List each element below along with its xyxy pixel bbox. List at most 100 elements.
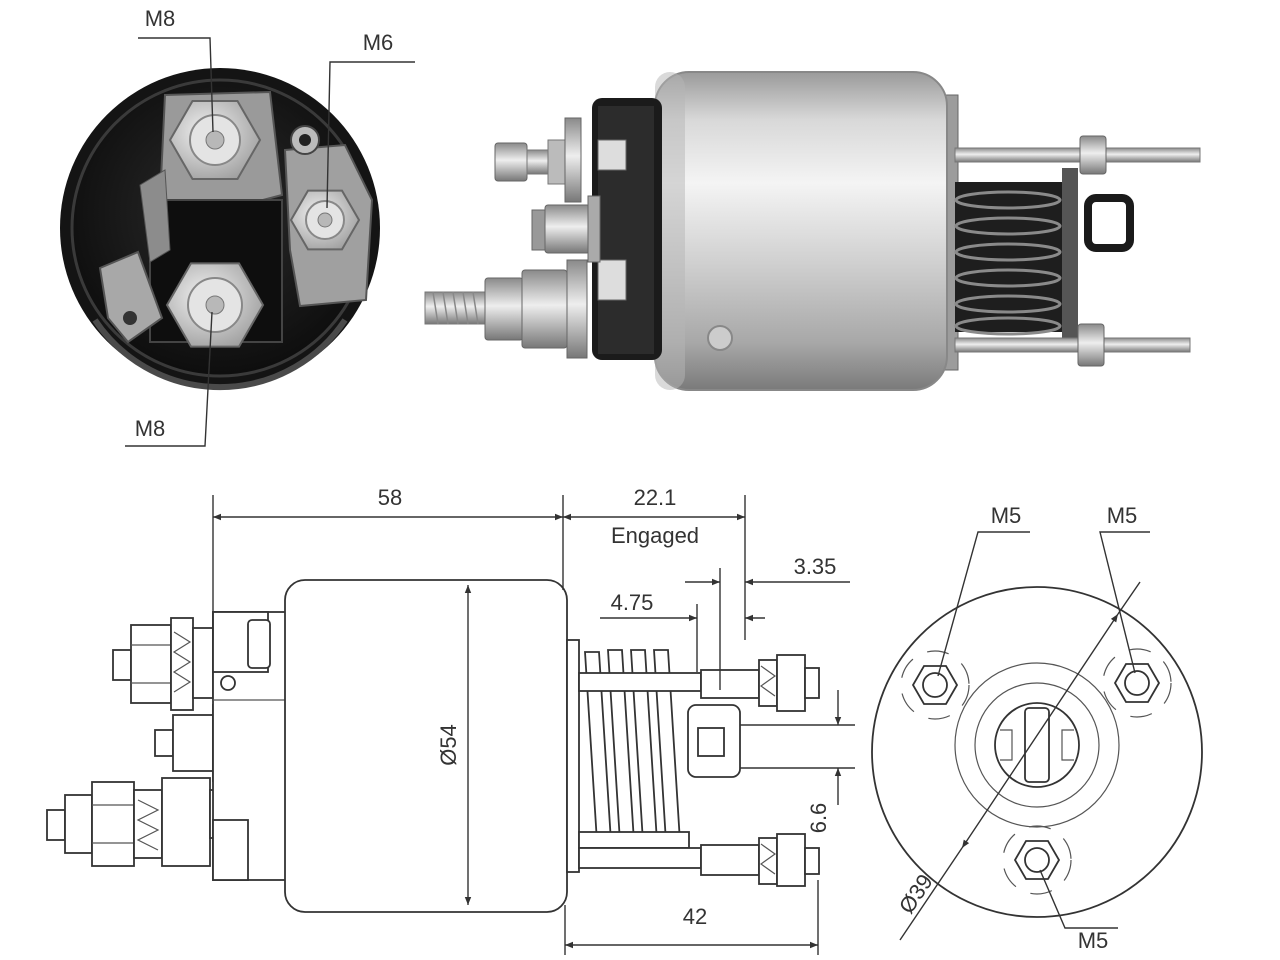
cap-lower-block: [212, 819, 249, 881]
nut-facets: [92, 804, 134, 844]
mount-rod-top: [954, 147, 1201, 163]
bolt-washer: [564, 117, 582, 203]
label-terminal-top: M8: [145, 6, 176, 31]
bolt-nut: [544, 204, 591, 254]
rod-thread: [700, 669, 760, 699]
cap-clip: [247, 619, 271, 669]
cap-clip-bottom: [597, 259, 627, 301]
stud-left-m5: [900, 650, 970, 720]
plunger-slot: [1024, 707, 1050, 783]
leader-stud-bottom: [1039, 869, 1118, 929]
stud-tip: [112, 649, 132, 681]
left-strip: [139, 169, 171, 263]
spring-coil: [954, 190, 1062, 210]
return-spring: [954, 190, 1062, 336]
spring-coil: [954, 216, 1062, 236]
solenoid-housing: [654, 71, 948, 391]
dim-6-6: 6.6: [806, 803, 831, 834]
drawing-body: [284, 579, 568, 913]
hex-nut-large: [161, 777, 211, 867]
bolt-upper: [494, 117, 582, 203]
rod-nut: [776, 654, 806, 712]
spring-coil: [954, 268, 1062, 288]
dimension-line: [961, 613, 1119, 849]
label-stud-left: M5: [991, 503, 1022, 528]
stud-tip: [154, 729, 174, 757]
stud-end: [317, 212, 333, 228]
dimension-body-diameter: Ø54: [436, 585, 472, 905]
housing-rivet: [707, 325, 733, 351]
leader-terminal-side: [326, 61, 415, 209]
terminal-bottom-m8: [165, 262, 265, 348]
stud-tip: [46, 809, 66, 841]
bolt-locknut: [547, 139, 567, 185]
rod-nut-top: [1079, 135, 1107, 175]
dim-3-35: 3.35: [794, 554, 837, 579]
bolt-nut: [494, 142, 528, 182]
bolt-washer: [587, 195, 601, 263]
hex-nut: [130, 624, 172, 704]
label-stud-right: M5: [1107, 503, 1138, 528]
label-terminal-side: M6: [363, 30, 394, 55]
dim-22-1: 22.1: [634, 485, 677, 510]
dim-4-75: 4.75: [611, 590, 654, 615]
terminal-side-m6: [289, 189, 361, 251]
spring-coil: [954, 316, 1062, 336]
rod: [578, 847, 702, 869]
ground-tab: [98, 250, 164, 344]
bolt-nut: [484, 277, 524, 341]
stud-clearance-arc: [1102, 648, 1172, 718]
dim-diameter-54: Ø54: [436, 724, 461, 766]
nut-facets: [131, 644, 171, 684]
cap-hole: [220, 675, 236, 691]
ground-tab-hole: [123, 311, 137, 325]
side-view-photo: [424, 71, 1201, 391]
rod-thread: [700, 844, 760, 876]
dimension-stroke: 22.1 Engaged: [563, 485, 746, 640]
end-view-photo: M8 M6 M8: [60, 6, 415, 447]
lock-washer-zigzag: [136, 799, 160, 851]
stud-right-m5: [1102, 648, 1172, 718]
leader-stud-right: [1099, 531, 1150, 674]
dim-58: 58: [378, 485, 402, 510]
stud-end: [922, 672, 948, 698]
mount-rod-bottom: [954, 337, 1191, 353]
lock-washer-zigzag: [759, 665, 777, 697]
dimension-extension: [899, 847, 963, 941]
stud-end: [205, 295, 225, 315]
bolt-middle: [531, 195, 601, 263]
hex-nut: [172, 714, 214, 772]
thread: [64, 794, 93, 854]
dimension-offset-a: 3.35: [685, 554, 850, 690]
dimension-bolt-spacing: 42: [564, 880, 819, 955]
spring-coil: [954, 242, 1062, 262]
leader-terminal-bottom: [125, 311, 213, 447]
stud-end: [205, 130, 225, 150]
leader-terminal-top: [138, 37, 214, 133]
stud-end: [1124, 670, 1150, 696]
spring-base: [578, 831, 690, 849]
side-drawing: 58 22.1 Engaged 3.35 4.75 Ø54: [46, 485, 855, 955]
label-terminal-bottom: M8: [135, 416, 166, 441]
dimension-body-length: 58: [212, 485, 564, 640]
plunger-eye-slot: [697, 727, 725, 757]
drawing-rod-top: [578, 654, 820, 712]
plunger-eye: [1084, 194, 1134, 252]
dim-engaged-note: Engaged: [611, 523, 699, 548]
housing-rim-highlight: [92, 318, 348, 390]
dimension-offset-b: 4.75: [600, 590, 765, 672]
rod-end: [804, 667, 820, 699]
housing-edge-shade: [655, 72, 685, 390]
drawing-terminal-top: [112, 617, 214, 711]
bracket-eyelet-hole: [299, 134, 311, 146]
label-stud-bottom: M5: [1078, 928, 1109, 953]
dimension-spacing: 6.6: [740, 690, 855, 833]
cap-clip-top: [597, 139, 627, 171]
spring-coil: [954, 294, 1062, 314]
terminal-base: [192, 627, 214, 699]
terminal-top-m8: [168, 100, 262, 180]
frame-bar: [1062, 168, 1078, 340]
hex-nut: [91, 781, 135, 867]
end-drawing: Ø39 M5 M5 M5: [871, 503, 1203, 953]
